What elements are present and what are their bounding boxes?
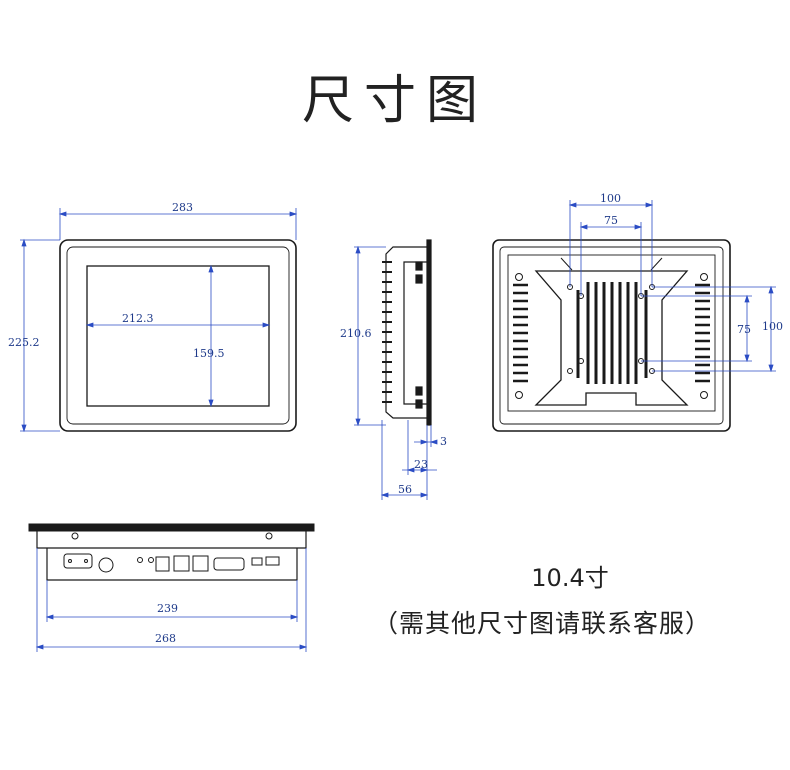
side-height-label: 210.6 [340, 327, 372, 340]
front-height-label: 225.2 [8, 336, 40, 349]
cutout-width-label: 239 [157, 602, 178, 615]
page-title: 尺寸图 [301, 71, 488, 131]
front-dimensions [20, 208, 298, 433]
port-group [63, 553, 280, 573]
side-dimensions [354, 245, 438, 500]
screen-width-label: 212.3 [122, 312, 154, 325]
contact-note: （需其他尺寸图请联系客服） [372, 609, 711, 638]
size-label: 10.4寸 [531, 564, 609, 592]
rear-side-fins [513, 283, 710, 383]
vesa-inner-v-label: 75 [737, 323, 751, 336]
bottom-view [28, 523, 315, 581]
front-depth-label: 23 [414, 458, 428, 471]
vesa-inner-h-label: 75 [604, 214, 618, 227]
bottom-dimensions [35, 548, 308, 652]
rear-fins [576, 282, 648, 384]
total-width-label: 268 [155, 632, 176, 645]
side-fins [382, 261, 392, 403]
side-view [382, 239, 432, 426]
vesa-outer-h-label: 100 [600, 192, 621, 205]
bezel-depth-label: 3 [440, 435, 447, 448]
vesa-outer-v-label: 100 [762, 320, 783, 333]
front-view [59, 239, 297, 432]
front-width-label: 283 [172, 201, 193, 214]
total-depth-label: 56 [398, 483, 412, 496]
rear-dimensions [568, 200, 776, 373]
screen-height-label: 159.5 [193, 347, 225, 360]
rear-view [492, 239, 731, 432]
